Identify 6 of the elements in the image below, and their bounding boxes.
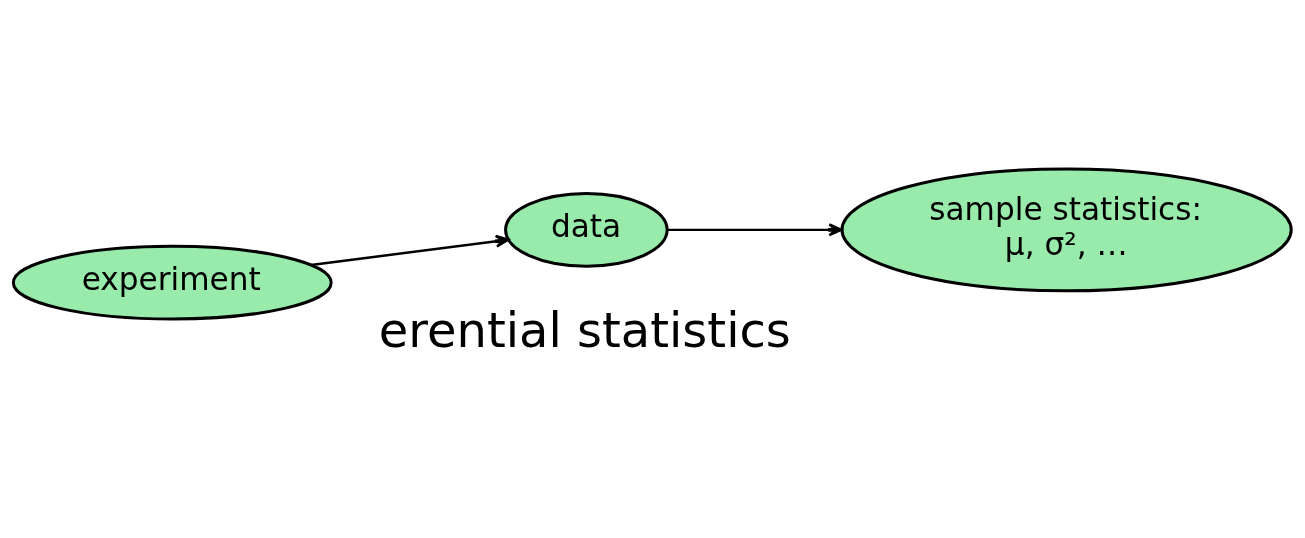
arrow: [310, 234, 510, 266]
arrow: [667, 222, 843, 236]
node-ellipse: experiment: [11, 244, 333, 320]
node-ellipse: data: [504, 191, 669, 268]
node-ellipse: sample statistics: μ, σ², …: [840, 166, 1293, 292]
label: erential statistics: [378, 301, 791, 358]
